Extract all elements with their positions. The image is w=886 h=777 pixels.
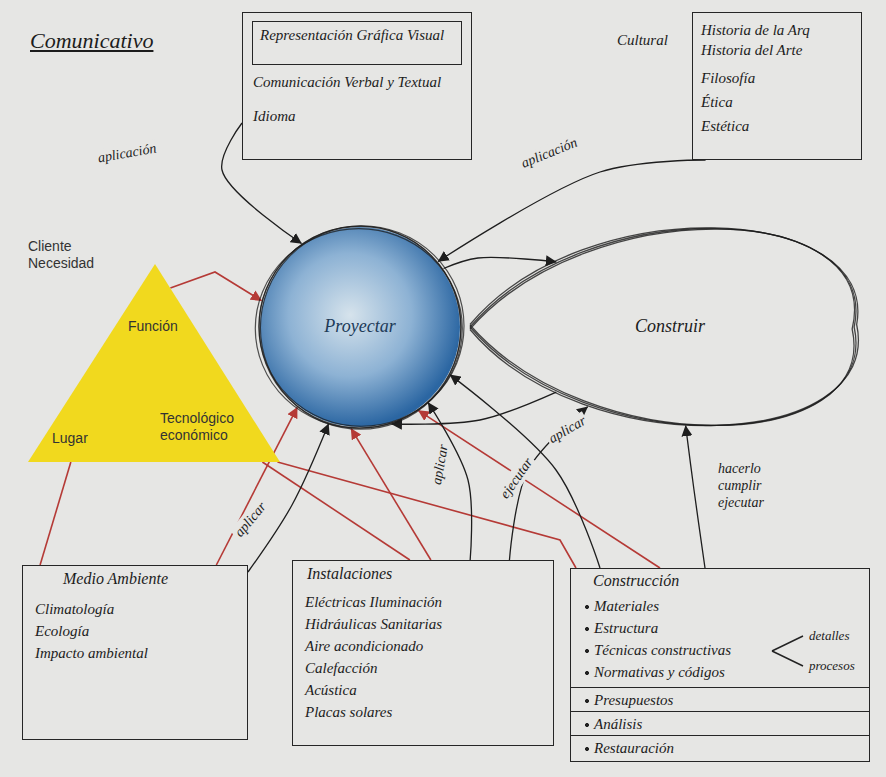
black-connector: [686, 426, 705, 568]
red-connector: [170, 272, 261, 301]
node-text: Estructura: [583, 619, 658, 637]
node-text: Análisis: [583, 715, 642, 733]
connector-label: aplicación: [95, 139, 160, 167]
red-connector: [277, 462, 576, 568]
box-heading: Instalaciones: [307, 565, 392, 583]
node-text: Normativas y códigos: [583, 663, 725, 681]
black-connector: [428, 403, 471, 560]
node-text: Historia de la Arq: [701, 21, 810, 39]
topic-box: Medio AmbienteClimatologíaEcologíaImpact…: [22, 565, 248, 740]
node-text: Idioma: [253, 107, 296, 125]
topic-box: CulturalHistoria de la ArqHistoria del A…: [692, 12, 862, 160]
connector-label: aplicar: [229, 497, 271, 542]
black-connector: [450, 375, 600, 568]
node-text: Proyectar: [258, 316, 462, 337]
diagram-title: Comunicativo: [30, 28, 153, 54]
node-text: Materiales: [583, 597, 659, 615]
text-box: Comunicación Verbal y TextualIdioma Repre…: [242, 12, 472, 160]
inner-box: Representación Gráfica Visual: [252, 21, 462, 65]
node-text: Acústica: [305, 681, 357, 699]
note-label: procesos: [807, 657, 857, 674]
red-connector: [419, 411, 660, 568]
yellow-triangle: [28, 264, 280, 462]
connector-label: aplicar: [428, 441, 452, 488]
note-label: detalles: [807, 627, 851, 644]
node-text: Historia del Arte: [701, 41, 802, 59]
table-row: Presupuestos: [571, 687, 869, 713]
node-text: Impacto ambiental: [35, 644, 148, 662]
bracket-line: [772, 651, 803, 666]
node-text: Tecnológico económico: [160, 410, 252, 444]
node-text: Función: [128, 318, 178, 335]
black-connector: [444, 257, 557, 268]
box-heading: Cultural: [617, 31, 668, 49]
table-row: Restauración: [571, 735, 869, 761]
red-connector: [351, 429, 431, 560]
connector-label: ejecutar: [495, 453, 538, 504]
bracket: [772, 636, 803, 666]
process-circle: Proyectar: [258, 225, 462, 429]
table-row: Análisis: [571, 711, 869, 737]
node-text: Ética: [701, 93, 733, 111]
node-text: Filosofía: [701, 69, 755, 87]
node-text: Cliente Necesidad: [28, 238, 108, 272]
tri-outline: [28, 238, 280, 462]
node-text: Presupuestos: [583, 691, 673, 709]
node-text: Comunicación Verbal y Textual: [253, 73, 441, 91]
node-text: Lugar: [52, 430, 88, 447]
node-text: Aire acondicionado: [305, 637, 423, 655]
sketch-loop: [470, 228, 858, 426]
node-text: Ecología: [35, 622, 89, 640]
node-text: Placas solares: [305, 703, 392, 721]
node-text: Construir: [635, 316, 705, 337]
black-connector: [222, 123, 302, 243]
node-text: Hidráulicas Sanitarias: [305, 615, 442, 633]
connector-label: aplicar: [544, 411, 591, 448]
connector-label: aplicación: [517, 133, 582, 172]
box-heading: Medio Ambiente: [63, 570, 168, 588]
node-text: Estética: [701, 117, 749, 135]
process-loop: Construir: [470, 222, 862, 432]
topic-box: InstalacionesEléctricas IluminaciónHidrá…: [292, 560, 554, 746]
sketch-loop: [470, 229, 854, 425]
sketch-ring: [255, 229, 462, 429]
node-text: Técnicas constructivas: [583, 641, 731, 659]
red-connector: [262, 462, 410, 560]
red-connector: [40, 462, 71, 565]
bracket-line: [772, 636, 803, 651]
black-connector: [438, 160, 705, 261]
node-text: Climatología: [35, 600, 114, 618]
node-text: Calefacción: [305, 659, 377, 677]
node-text: Representación Gráfica Visual: [260, 26, 454, 44]
sketch-loop: [470, 229, 856, 426]
box-heading: Construcción: [593, 572, 679, 590]
node-text: Restauración: [583, 739, 674, 757]
node-text: Eléctricas Iluminación: [305, 593, 442, 611]
connector-label: hacerlo cumplir ejecutar: [716, 460, 804, 511]
factor-triangle: Cliente NecesidadFunciónLugar Tecnológico…: [28, 238, 280, 462]
